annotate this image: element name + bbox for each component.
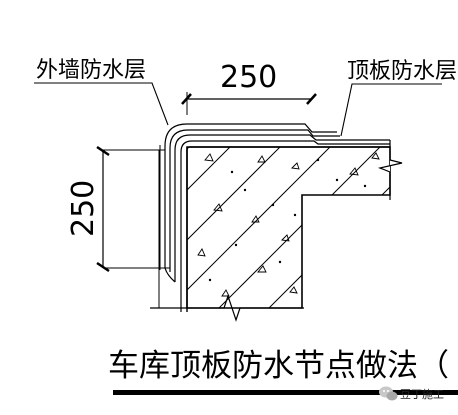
wall-waterproof-leader — [34, 82, 169, 126]
dimension-horizontal-label: 250 — [220, 60, 277, 95]
watermark: 豆丁施工 — [379, 386, 444, 401]
wechat-bubble-icon — [379, 386, 398, 401]
wall-break-line — [150, 294, 304, 322]
concrete-dots — [208, 158, 367, 282]
concrete-aggregate — [197, 152, 380, 297]
waterproof-layers — [159, 123, 390, 312]
wall-waterproof-label: 外墙防水层 — [36, 58, 146, 83]
title-underline — [113, 390, 458, 395]
roof-waterproof-label: 顶板防水层 — [347, 59, 457, 84]
drawing-title: 车库顶板防水节点做法（ — [108, 348, 449, 384]
dimension-vertical — [96, 145, 170, 273]
roof-waterproof-leader — [340, 83, 442, 137]
dimension-vertical-label: 250 — [66, 180, 101, 237]
slab-break-line — [377, 140, 403, 200]
dimension-horizontal — [181, 92, 317, 115]
watermark-text: 豆丁施工 — [400, 388, 444, 401]
concrete-section — [186, 146, 391, 309]
